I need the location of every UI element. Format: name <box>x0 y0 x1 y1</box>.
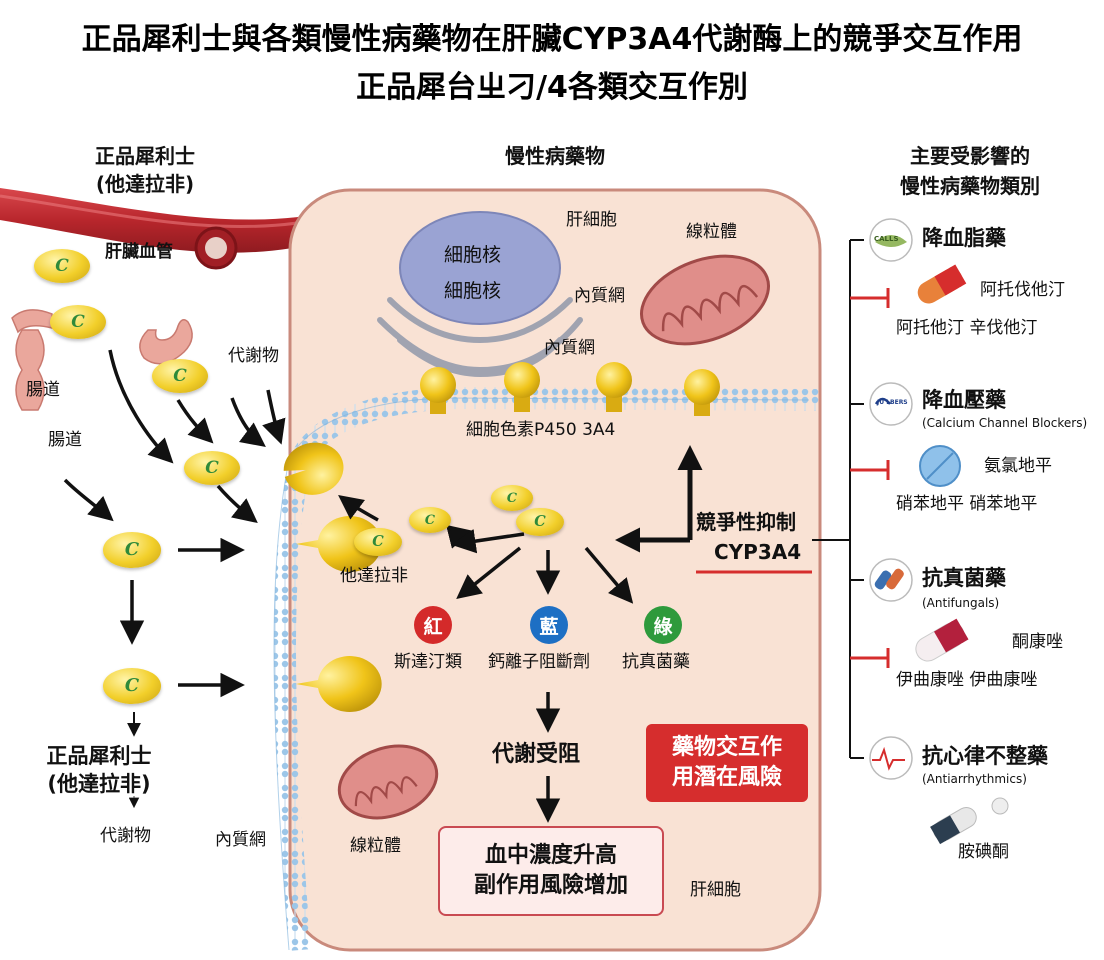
tadalafil-pill-icon: C <box>491 485 533 511</box>
risk-box: 藥物交互作 用潛在風險 <box>646 724 808 802</box>
drug-class-badge-label: 斯達汀類 <box>394 652 462 672</box>
pill-letter: C <box>424 512 436 528</box>
mitochondrion-label-bottom: 線粒體 <box>350 836 401 856</box>
cell-label-top: 肝細胞 <box>566 210 617 230</box>
title-line-2: 正品犀台ㄓ刁/4各類交互作別 <box>356 70 748 105</box>
inhibition-line-2: CYP3A4 <box>714 540 802 564</box>
category-lipid-title: 降血脂藥 <box>922 226 1006 250</box>
tadalafil-label: 他達拉非 <box>340 566 408 586</box>
blocked-label: 代謝受阻 <box>492 742 581 767</box>
category-bp-title: 降血壓藥 <box>922 388 1006 412</box>
capsule-statin <box>917 264 967 304</box>
tadalafil-pill-icon: C <box>34 249 90 283</box>
category-bp-drug-b: 硝苯地平 硝苯地平 <box>896 494 1038 514</box>
left-bottom-line-2: (他達拉非) <box>47 772 151 796</box>
category-bp-drug-a: 氨氯地平 <box>984 456 1052 476</box>
capsule-antiarrhythmic <box>930 797 1009 845</box>
tadalafil-pill-icon: C <box>516 507 564 537</box>
cyp3a4-enzymes <box>420 362 720 416</box>
category-antifungal-title: 抗真菌藥 <box>922 566 1006 590</box>
drug-class-badge-label: 抗真菌藥 <box>622 652 690 672</box>
tadalafil-pill-icon: C <box>152 359 208 393</box>
category-lipid-drug-b: 阿托他汀 辛伐他汀 <box>896 318 1038 338</box>
right-header-line-2: 慢性病藥物類別 <box>900 174 1040 198</box>
tadalafil-pill-icon: C <box>184 451 240 485</box>
intestine-label-2: 腸道 <box>48 430 82 450</box>
title-line-1: 正品犀利士與各類慢性病藥物在肝臟CYP3A4代謝酶上的競爭交互作用 <box>81 22 1023 57</box>
category-antifungal-subtitle: (Antifungals) <box>922 596 1000 610</box>
cyp3a4-enzymes-left <box>283 442 382 713</box>
endoplasmic-reticulum <box>377 297 583 378</box>
mitochondrion-label-top: 線粒體 <box>686 222 737 242</box>
result-line-2: 副作用風險增加 <box>473 873 628 898</box>
drug-class-badge-icon: 綠 <box>644 606 682 644</box>
category-antifungal-drug-b: 伊曲康唑 伊曲康唑 <box>896 670 1038 690</box>
bottom-metabolite-label: 代謝物 <box>100 826 151 846</box>
tadalafil-pill-icon: C <box>102 532 162 568</box>
tadalafil-pill-icon: C <box>354 527 402 557</box>
drug-class-badge-label: 鈣離子阻斷劑 <box>488 652 590 672</box>
result-box: 血中濃度升高 副作用風險增加 <box>438 826 664 916</box>
center-header: 慢性病藥物 <box>505 144 605 168</box>
left-bottom-line-1: 正品犀利士 <box>46 744 152 768</box>
risk-line-2: 用潛在風險 <box>671 765 782 790</box>
risk-line-1: 藥物交互作 <box>671 735 782 761</box>
category-antifungal-drug-a: 酮康唑 <box>1012 632 1063 652</box>
drug-class-badge-icon: 藍 <box>530 606 568 644</box>
pill-letter: C <box>372 533 384 551</box>
pill-letter: C <box>71 312 85 332</box>
cell-label-bottom: 肝細胞 <box>690 880 741 900</box>
category-antiarrhythmic-title: 抗心律不整藥 <box>922 744 1048 768</box>
nucleus-label-1: 細胞核 <box>444 244 502 266</box>
vessel-label: 肝臟血管 <box>105 242 173 262</box>
pill-letter: C <box>205 458 219 478</box>
right-header-line-1: 主要受影響的 <box>910 144 1030 168</box>
category-lipid-drug-a: 阿托伐他汀 <box>980 280 1065 300</box>
pill-letter: C <box>506 490 518 506</box>
nucleus-label-2: 細胞核 <box>444 280 502 302</box>
cell-membrane <box>274 386 821 951</box>
tadalafil-pill-icon: C <box>50 305 106 339</box>
pill-letter: C <box>124 675 140 697</box>
bottom-er-label: 內質網 <box>215 830 266 850</box>
capsule-antifungal <box>915 618 969 662</box>
inhibition-line-1: 競爭性抑制 <box>696 510 796 534</box>
tadalafil-pill-icon: C <box>409 507 451 533</box>
er-label-1: 內質網 <box>574 286 625 306</box>
tadalafil-pill-icon: C <box>102 668 162 704</box>
category-lipid-icon-text: CALLS <box>874 235 899 243</box>
stomach-icon <box>139 319 193 365</box>
pill-letter: C <box>534 513 546 531</box>
pill-letter: C <box>173 366 187 386</box>
mitochondrion-top <box>639 254 771 346</box>
left-header-line-1: 正品犀利士 <box>95 144 195 168</box>
metabolite-label: 代謝物 <box>228 346 279 366</box>
pill-letter: C <box>124 539 140 561</box>
left-header-line-2: (他達拉非) <box>95 172 195 196</box>
pill-letter: C <box>55 256 69 276</box>
intestine-label-1: 腸道 <box>26 380 60 400</box>
category-bp-icon-text: JU LBERS <box>877 399 908 406</box>
category-bp-subtitle: (Calcium Channel Blockers) <box>922 416 1088 430</box>
enzyme-label: 細胞色素P450 3A4 <box>466 420 616 440</box>
blood-vessel <box>0 188 340 253</box>
nucleus <box>399 211 561 325</box>
er-label-2: 內質網 <box>544 338 595 358</box>
tablet-ccb <box>919 445 961 487</box>
drug-class-badge-icon: 紅 <box>414 606 452 644</box>
mitochondrion-bottom <box>337 744 439 820</box>
result-line-1: 血中濃度升高 <box>484 843 617 869</box>
category-antiarrhythmic-drug-a: 胺碘酮 <box>958 842 1009 862</box>
category-antiarrhythmic-subtitle: (Antiarrhythmics) <box>922 772 1027 786</box>
